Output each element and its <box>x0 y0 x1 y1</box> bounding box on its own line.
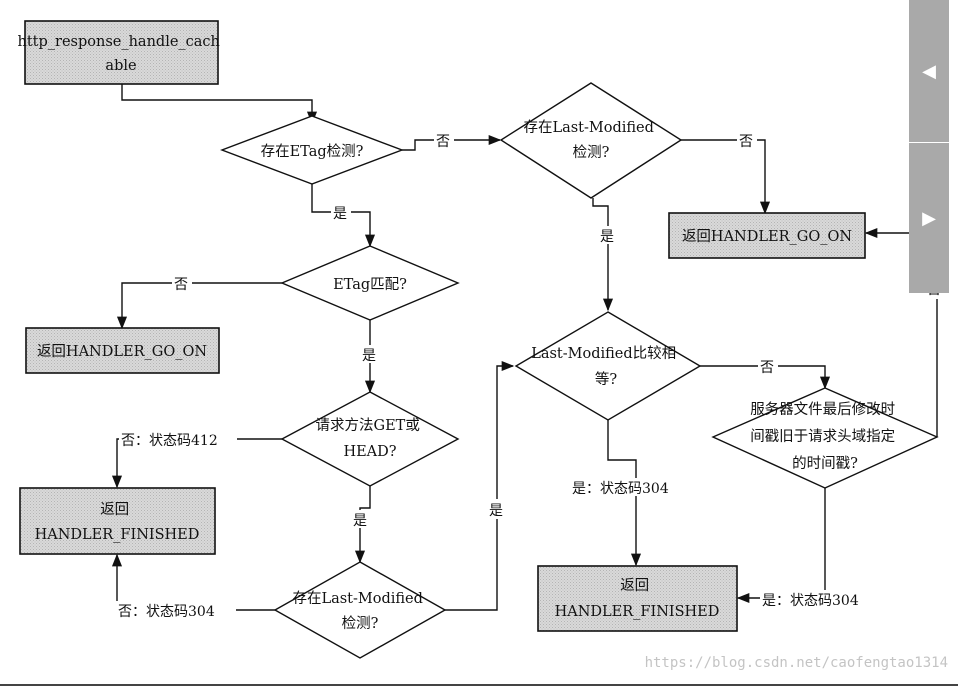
start-label: http_response_handle_cach able <box>17 34 224 74</box>
edge-etag-no <box>402 134 502 151</box>
edge-label-lmeq-no: 否 <box>760 360 774 376</box>
previous-image-button[interactable]: ◀ <box>909 0 949 142</box>
edge-label-lmeq-yes: 是：状态码304 <box>572 481 669 497</box>
chevron-left-icon: ◀ <box>922 60 936 82</box>
finished-right-label: 返回 HANDLER_FINISHED <box>555 577 720 620</box>
finished-box-left <box>19 487 216 555</box>
edge-match-no <box>116 282 282 330</box>
edge-lmeq-no <box>700 365 831 390</box>
decision-lm-exists-top <box>499 82 683 199</box>
edge-lmt-no <box>681 139 771 215</box>
bottom-divider <box>0 684 958 686</box>
edge-label-lmt-no: 否 <box>739 134 753 150</box>
edge-label-lmb-yes: 是 <box>489 503 503 519</box>
chevron-right-icon: ▶ <box>922 207 936 229</box>
edge-label-match-no: 否 <box>174 277 188 293</box>
edge-start-to-etag <box>121 84 318 125</box>
decision-method <box>280 391 460 487</box>
edge-lmt-yes <box>592 198 614 312</box>
decision-lm-equal <box>514 311 702 421</box>
go-on-box-left <box>25 327 220 374</box>
decision-lm-exists-bottom <box>273 561 447 659</box>
lm-exists-top-label: 存在Last-Modified 检测? <box>523 119 658 161</box>
edge-label-method-no: 否：状态码412 <box>121 433 218 449</box>
edge-label-lmt-yes: 是 <box>600 229 614 245</box>
watermark: https://blog.csdn.net/caofengtao1314 <box>644 655 948 671</box>
finished-box-right <box>537 565 738 632</box>
method-check-label: 请求方法GET或 HEAD? <box>316 417 425 460</box>
lm-equal-label: Last-Modified比较相 等? <box>531 344 681 388</box>
etag-exists-label: 存在ETag检测? <box>261 143 364 160</box>
go-on-box-right <box>668 212 866 259</box>
etag-match-label: ETag匹配? <box>333 276 407 293</box>
server-time-label: 服务器文件最后修改时 间戳旧于请求头域指定 的时间戳? <box>750 401 900 472</box>
edge-label-etag-yes: 是 <box>333 206 347 222</box>
nav-divider <box>909 142 949 143</box>
edge-label-srv-yes: 是：状态码304 <box>762 593 859 609</box>
edge-label-method-yes: 是 <box>353 513 367 529</box>
go-on-right-label: 返回HANDLER_GO_ON <box>682 228 852 245</box>
decision-etag-exists <box>220 115 404 185</box>
go-on-left-label: 返回HANDLER_GO_ON <box>37 343 207 360</box>
start-box <box>24 20 219 85</box>
edge-method-yes <box>354 486 371 564</box>
edge-label-lmb-no: 否：状态码304 <box>118 604 215 620</box>
next-image-button[interactable]: ▶ <box>909 143 949 293</box>
decision-etag-match <box>280 245 460 321</box>
decision-server-time <box>711 387 939 489</box>
edge-label-match-yes: 是 <box>362 348 376 364</box>
edge-srv-yes <box>736 488 826 604</box>
edge-lmeq-yes <box>607 420 642 567</box>
edge-lmb-yes <box>445 360 515 611</box>
finished-left-label: 返回 HANDLER_FINISHED <box>35 501 200 543</box>
edge-label-etag-no: 否 <box>436 134 450 150</box>
lm-exists-bottom-label: 存在Last-Modified 检测? <box>292 590 427 632</box>
